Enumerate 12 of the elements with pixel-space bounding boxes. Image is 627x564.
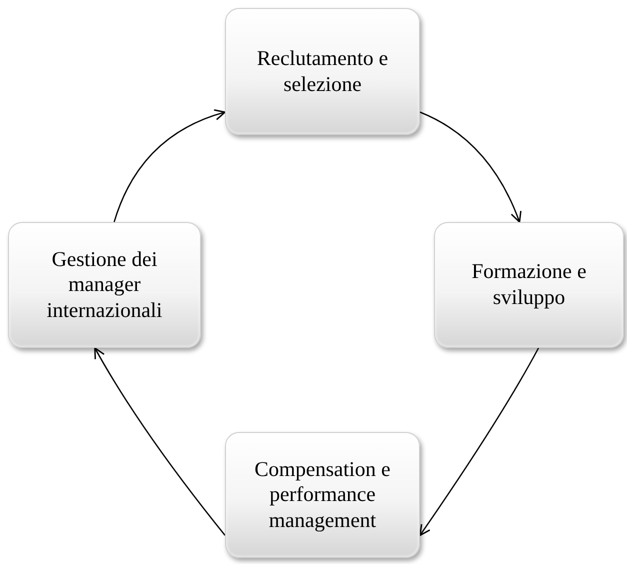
rounded-box	[225, 432, 420, 558]
rounded-box	[8, 222, 201, 348]
box-label: Compensation e performance management	[254, 456, 392, 534]
box-label: Formazione e sviluppo	[470, 259, 588, 311]
curved-arrow	[114, 110, 226, 222]
curved-arrow	[419, 348, 540, 536]
curved-arrow	[420, 112, 522, 223]
curved-arrow	[94, 347, 226, 536]
rounded-box	[434, 222, 624, 348]
box-label: Reclutamento e selezione	[256, 46, 390, 98]
box-label: Gestione dei manager internazionali	[46, 246, 164, 324]
rounded-box	[225, 8, 420, 135]
